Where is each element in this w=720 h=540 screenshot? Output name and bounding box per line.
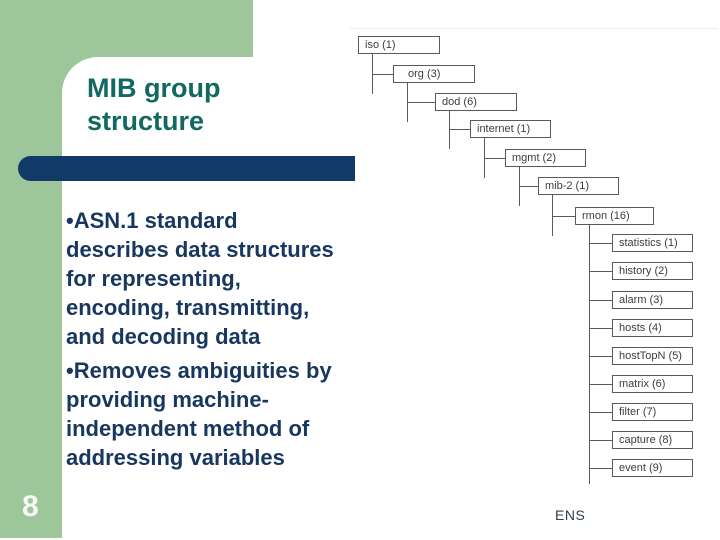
bullet-list: •ASN.1 standard describes data structures…	[66, 206, 396, 477]
content-panel	[62, 57, 720, 540]
tree-connector	[589, 300, 612, 301]
bullet-line: addressing variables	[66, 445, 285, 470]
footer-text: ENS	[555, 507, 586, 523]
slide-title: MIB group structure	[87, 73, 221, 136]
tree-connector	[589, 356, 612, 357]
tree-node: matrix (6)	[612, 375, 693, 393]
tree-node: dod (6)	[435, 93, 517, 111]
picture-edge-line	[350, 28, 718, 29]
bullet-line: •ASN.1 standard	[66, 208, 238, 233]
bullet-line: encoding, transmitting,	[66, 295, 310, 320]
tree-node: filter (7)	[612, 403, 693, 421]
bullet-paragraph: •Removes ambiguities by providing machine…	[66, 356, 396, 472]
bullet-line: providing machine-	[66, 387, 269, 412]
bullet-line: for representing,	[66, 266, 241, 291]
tree-connector	[589, 271, 612, 272]
tree-node: history (2)	[612, 262, 693, 280]
tree-connector	[449, 111, 450, 149]
tree-connector	[484, 158, 505, 159]
tree-node: internet (1)	[470, 120, 551, 138]
tree-node: mgmt (2)	[505, 149, 586, 167]
bullet-line: independent method of	[66, 416, 310, 441]
tree-connector	[589, 412, 612, 413]
tree-connector	[589, 384, 612, 385]
tree-node: hosts (4)	[612, 319, 693, 337]
tree-connector	[589, 225, 590, 484]
tree-node: capture (8)	[612, 431, 693, 449]
tree-connector	[407, 102, 435, 103]
tree-node: hostTopN (5)	[612, 347, 693, 365]
tree-node: org (3)	[393, 65, 475, 83]
tree-connector	[589, 468, 612, 469]
tree-node: alarm (3)	[612, 291, 693, 309]
tree-connector	[449, 129, 470, 130]
tree-node: event (9)	[612, 459, 693, 477]
tree-node: rmon (16)	[575, 207, 654, 225]
tree-node: mib-2 (1)	[538, 177, 619, 195]
tree-connector	[552, 195, 553, 236]
bullet-line: describes data structures	[66, 237, 334, 262]
tree-connector	[589, 243, 612, 244]
tree-node: iso (1)	[358, 36, 440, 54]
tree-connector	[552, 216, 575, 217]
tree-node: statistics (1)	[612, 234, 693, 252]
tree-connector	[589, 328, 612, 329]
tree-connector	[589, 440, 612, 441]
bullet-line: and decoding data	[66, 324, 261, 349]
bullet-paragraph: •ASN.1 standard describes data structures…	[66, 206, 396, 351]
tree-connector	[372, 74, 393, 75]
bullet-line: •Removes ambiguities by	[66, 358, 332, 383]
page-number: 8	[22, 490, 39, 523]
tree-connector	[519, 186, 538, 187]
title-underline-bar	[18, 156, 355, 181]
